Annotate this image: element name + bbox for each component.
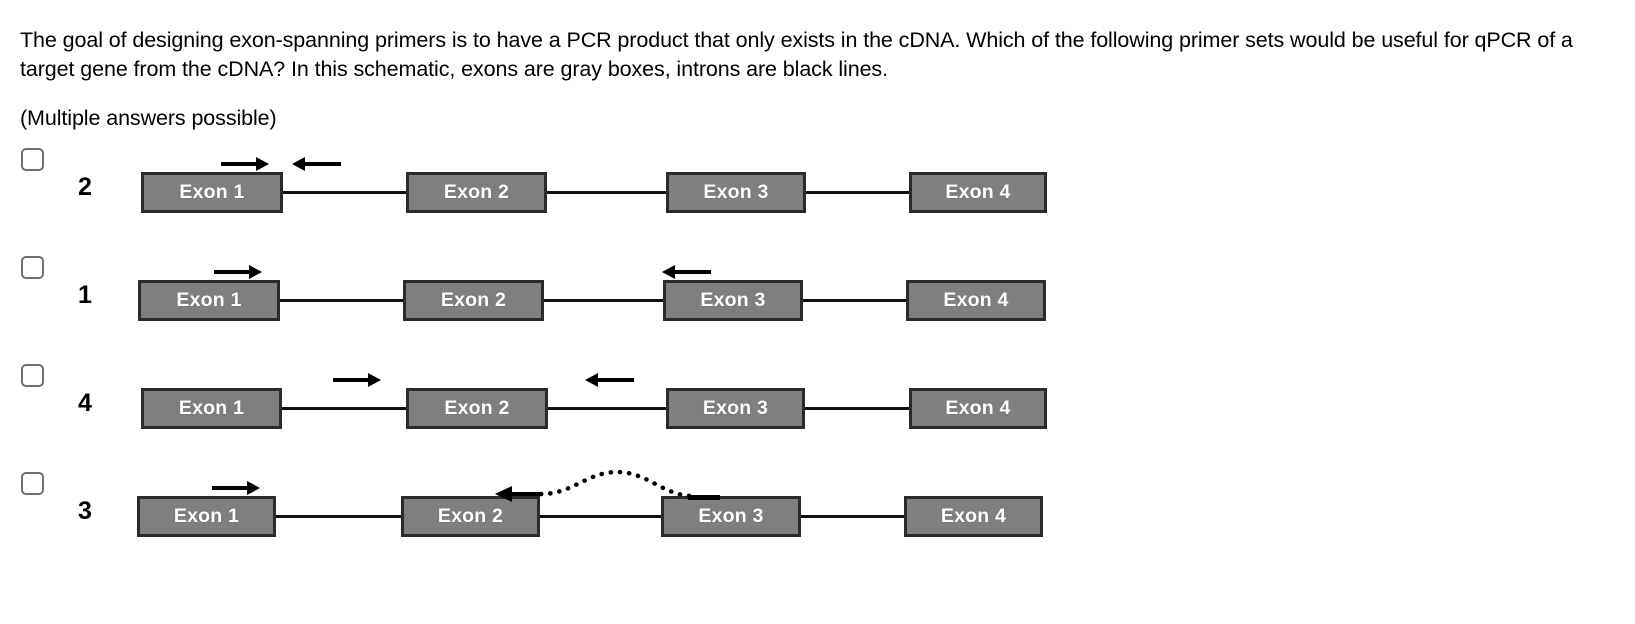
gene-schematic: Exon 1 Exon 2 Exon 3 Exon 4 — [0, 250, 1100, 358]
exon-label: Exon 3 — [698, 505, 764, 527]
arrow-head — [495, 486, 512, 502]
exon-label: Exon 1 — [173, 505, 240, 527]
exon-box: Exon 2 — [403, 280, 544, 321]
exon-box: Exon 3 — [666, 172, 806, 213]
exon-box: Exon 2 — [406, 172, 547, 213]
reverse-primer-arrow-icon — [662, 264, 711, 280]
arrow-shaft — [673, 270, 711, 274]
multiple-answers-note: (Multiple answers possible) — [20, 106, 277, 130]
answer-number-label: 2 — [78, 173, 92, 201]
exon-box: Exon 1 — [141, 172, 283, 213]
arrow-head — [256, 157, 269, 171]
gene-schematic: Exon 1 Exon 2 Exon 3 Exon 4 — [0, 142, 1100, 250]
exon-label: Exon 4 — [940, 505, 1007, 527]
exon-label: Exon 1 — [178, 397, 245, 419]
intron-line — [141, 407, 1047, 410]
exon-box: Exon 4 — [909, 172, 1047, 213]
exon-box: Exon 2 — [401, 496, 540, 537]
arrow-head — [662, 265, 675, 279]
exon-label: Exon 2 — [444, 397, 510, 419]
arrow-head — [249, 265, 262, 279]
answer-number-label: 1 — [78, 281, 92, 309]
arrow-head — [368, 373, 381, 387]
answer-number-label: 4 — [78, 389, 92, 417]
arrow-shaft — [212, 486, 249, 490]
dotted-arc — [538, 469, 694, 499]
answer-row: 3 Exon 1 Exon 2 Exon 3 Exon 4 — [0, 466, 1635, 574]
answer-number-label: 3 — [78, 497, 92, 525]
forward-primer-arrow-icon — [214, 264, 262, 280]
intron-line — [137, 515, 1043, 518]
answer-row: 1 Exon 1 Exon 2 Exon 3 Exon 4 — [0, 250, 1635, 358]
exon-label: Exon 1 — [176, 289, 242, 311]
exon-box: Exon 2 — [406, 388, 548, 429]
exon-box: Exon 1 — [137, 496, 276, 537]
arrow-shaft — [214, 270, 251, 274]
arrow-head — [292, 157, 305, 171]
arrow-shaft — [511, 492, 541, 496]
answer-3-checkbox[interactable] — [21, 472, 44, 495]
forward-primer-arrow-icon — [221, 156, 269, 172]
exon-label: Exon 4 — [943, 289, 1009, 311]
exon-label: Exon 4 — [945, 397, 1011, 419]
question-block: The goal of designing exon-spanning prim… — [20, 26, 1575, 84]
arrow-tail-segment — [688, 495, 720, 500]
exon-label: Exon 4 — [945, 181, 1011, 203]
answer-row: 4 Exon 1 Exon 2 Exon 3 Exon 4 — [0, 358, 1635, 466]
intron-line — [141, 191, 1047, 194]
answer-2-checkbox[interactable] — [21, 148, 44, 171]
exon-box: Exon 3 — [663, 280, 803, 321]
arrow-head — [247, 481, 260, 495]
arrow-shaft — [303, 162, 341, 166]
answer-4-checkbox[interactable] — [21, 364, 44, 387]
exon-box: Exon 4 — [906, 280, 1046, 321]
exon-box: Exon 3 — [661, 496, 801, 537]
exon-label: Exon 2 — [440, 289, 507, 311]
reverse-primer-arrow-icon — [292, 156, 341, 172]
reverse-primer-arrow-icon — [585, 372, 634, 388]
answer-row: 2 Exon 1 Exon 2 Exon 3 Exon 4 — [0, 142, 1635, 250]
gene-schematic: Exon 1 Exon 2 Exon 3 Exon 4 — [0, 466, 1100, 574]
exon-label: Exon 3 — [703, 181, 769, 203]
exon-label: Exon 1 — [179, 181, 245, 203]
answer-1-checkbox[interactable] — [21, 256, 44, 279]
arrow-shaft — [596, 378, 634, 382]
arrow-head — [585, 373, 598, 387]
exon-box: Exon 4 — [904, 496, 1043, 537]
exon-label: Exon 2 — [443, 181, 510, 203]
forward-primer-arrow-icon — [212, 480, 260, 496]
exon-label: Exon 3 — [700, 289, 766, 311]
gene-schematic: Exon 1 Exon 2 Exon 3 Exon 4 — [0, 358, 1100, 466]
intron-line — [138, 299, 1046, 302]
arrow-shaft — [221, 162, 258, 166]
forward-primer-arrow-icon — [333, 372, 381, 388]
arrow-shaft — [333, 378, 370, 382]
exon-label: Exon 2 — [437, 505, 504, 527]
junction-spanning-reverse-primer — [495, 469, 745, 514]
exon-box: Exon 4 — [909, 388, 1047, 429]
question-paragraph: The goal of designing exon-spanning prim… — [20, 28, 1573, 81]
exon-label: Exon 3 — [702, 397, 769, 419]
exon-box: Exon 1 — [138, 280, 280, 321]
exon-box: Exon 3 — [666, 388, 805, 429]
exon-box: Exon 1 — [141, 388, 282, 429]
